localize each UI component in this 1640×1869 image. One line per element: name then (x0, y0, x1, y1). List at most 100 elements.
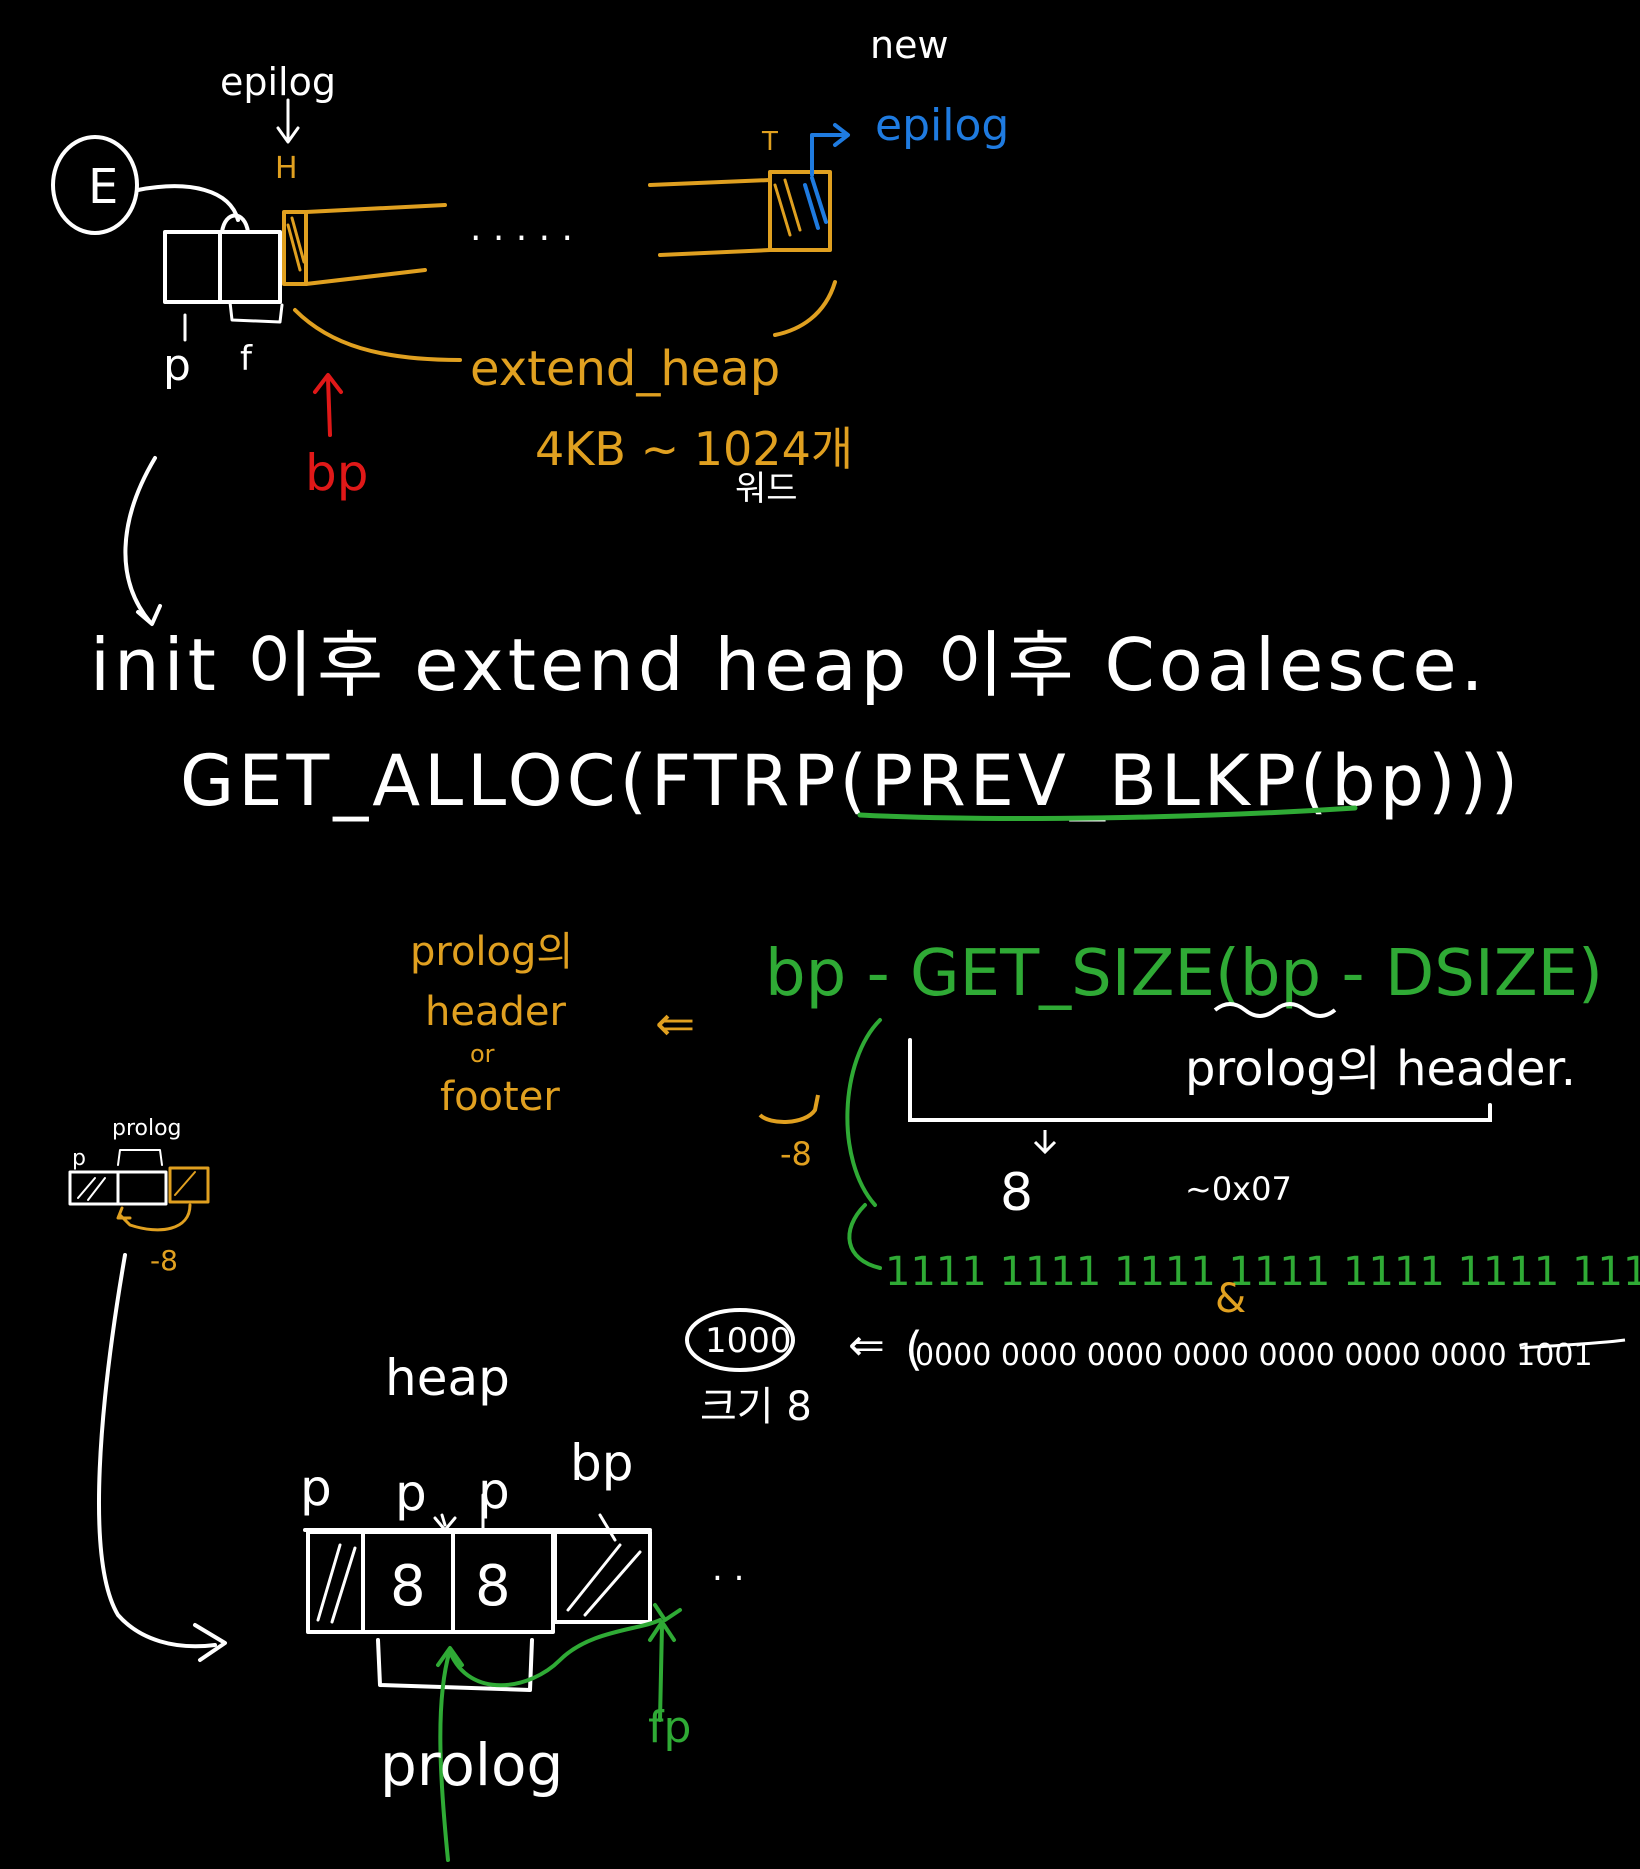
new-epilog-hatch (810, 176, 828, 224)
result-paren: ( (905, 1322, 923, 1376)
green-link-head (653, 1603, 682, 1622)
heap-bracket (376, 1638, 534, 1692)
and-sign: & (1215, 1276, 1246, 1322)
heap-p2: p (395, 1464, 427, 1522)
strip-top-left (304, 203, 447, 214)
heap-dots: . . (712, 1549, 744, 1589)
new-epilog-arrow (810, 133, 847, 177)
t-marker: T (761, 127, 778, 157)
hatch (773, 183, 792, 237)
strip-top-right (648, 178, 772, 187)
mini-arc (118, 1203, 192, 1232)
prolog-green-arrowhead (436, 1646, 464, 1667)
flow-arrow-2-head (193, 1623, 227, 1662)
box-bracket (228, 300, 284, 324)
new-epilog-hatch (803, 183, 820, 230)
hatch (87, 1177, 106, 1201)
epilog-header-cell (282, 210, 308, 286)
hatch (316, 1543, 342, 1622)
heap-cell-3-value: 8 (475, 1554, 511, 1619)
down-arrow (1033, 1130, 1057, 1155)
statement-line-2: GET_ALLOC(FTRP(PREV_BLKP(bp))) (180, 740, 1522, 822)
prev-blkp-underline (857, 805, 1358, 822)
size-sub-label: 워드 (735, 469, 798, 509)
arrow-left: ⇐ (655, 996, 695, 1052)
heap-bp-arrow (598, 1513, 617, 1542)
result-value: 1000 (705, 1321, 792, 1361)
extend-heap-label: extend_heap (470, 341, 780, 397)
statement-line-1: init 이후 extend heap 이후 Coalesce. (90, 623, 1488, 707)
top-sketch (51, 98, 850, 626)
size-eight: 크기 8 (700, 1384, 812, 1430)
flow-arrow-1 (123, 456, 157, 624)
formula-area: prolog의 header or footer ⇐ bp - GET_SIZE… (410, 929, 1640, 1430)
extend-curve-right (773, 280, 837, 337)
minus8-a: -8 (780, 1135, 812, 1173)
h-marker: H (275, 151, 298, 186)
prolog-note-4: footer (440, 1074, 560, 1120)
bits-value: 0000 0000 0000 0000 0000 0000 0000 1001 (915, 1338, 1593, 1373)
heap-fp-label: fp (648, 1702, 691, 1753)
mini-arc-head (116, 1206, 132, 1220)
strip-dots: . . . . . (470, 208, 573, 249)
top-labels: E epilog H T new epilog . . . . . p f bp… (88, 23, 1009, 509)
fp-arrowhead (648, 1620, 676, 1642)
result-circle (685, 1308, 795, 1372)
prolog-note-1: prolog의 (410, 929, 573, 975)
flow-arrow-2 (97, 1253, 217, 1649)
mini-heap-labels: prolog p -8 (72, 1116, 182, 1277)
tail-cell (768, 170, 832, 252)
green-brace-bottom (847, 1203, 882, 1270)
epilog-label: epilog (220, 60, 336, 104)
heap-prolog-label: prolog (380, 1731, 563, 1799)
hatch (583, 1550, 642, 1617)
box-bridge (220, 213, 250, 234)
f-label: f (240, 339, 253, 379)
green-brace-top (845, 1018, 882, 1207)
formula: bp - GET_SIZE(bp - DSIZE) (765, 937, 1603, 1011)
bp-label: bp (305, 444, 368, 502)
hatch (174, 1171, 196, 1196)
heap-p3: p (478, 1462, 510, 1520)
minus8-hook (758, 1094, 820, 1124)
e-circle-label: E (88, 159, 118, 215)
mini-p-label: p (72, 1146, 86, 1171)
hatch (290, 216, 306, 264)
prolog-note-2: header (425, 989, 566, 1035)
heap-p1: p (300, 1459, 332, 1517)
bp-arrow-head (313, 373, 343, 394)
mini-cell-2 (116, 1170, 168, 1206)
heap-cell-4 (553, 1530, 652, 1624)
bp-arrow-line (326, 376, 332, 437)
eight-value: 8 (1000, 1163, 1033, 1223)
new-label: new (870, 23, 949, 67)
epilog-arrow-head (276, 126, 300, 144)
heap-bp: bp (570, 1434, 633, 1492)
mini-orange-cell (168, 1166, 210, 1204)
dsize-squiggle (1213, 1002, 1337, 1018)
size-label: 4KB ~ 1024개 (535, 422, 853, 476)
mini-prolog-label: prolog (112, 1116, 182, 1141)
hex-note: ~0x07 (1185, 1170, 1292, 1208)
heap-title: heap (385, 1349, 510, 1407)
extend-curve-left (293, 308, 462, 362)
result-arrow: ⇐ (848, 1320, 885, 1371)
fp-arrow (658, 1623, 664, 1722)
new-epilog-label: epilog (875, 100, 1009, 151)
mini-heap (68, 1149, 227, 1662)
heap-p2-arrow (433, 1513, 457, 1532)
prolog-note-3: or (470, 1040, 495, 1068)
e-circle (51, 135, 139, 235)
header-bracket (908, 1038, 1492, 1122)
strip-bottom-left (304, 268, 427, 286)
mini-minus8: -8 (150, 1244, 178, 1277)
p-label: p (163, 340, 191, 391)
hatch (783, 178, 802, 232)
new-epilog-arrowhead (833, 123, 850, 147)
prolog-green-arrow (438, 1648, 452, 1862)
prolog-header-note: prolog의 header. (1185, 1041, 1576, 1097)
flow-arrow-1-head (136, 604, 162, 626)
hatch (77, 1177, 96, 1199)
